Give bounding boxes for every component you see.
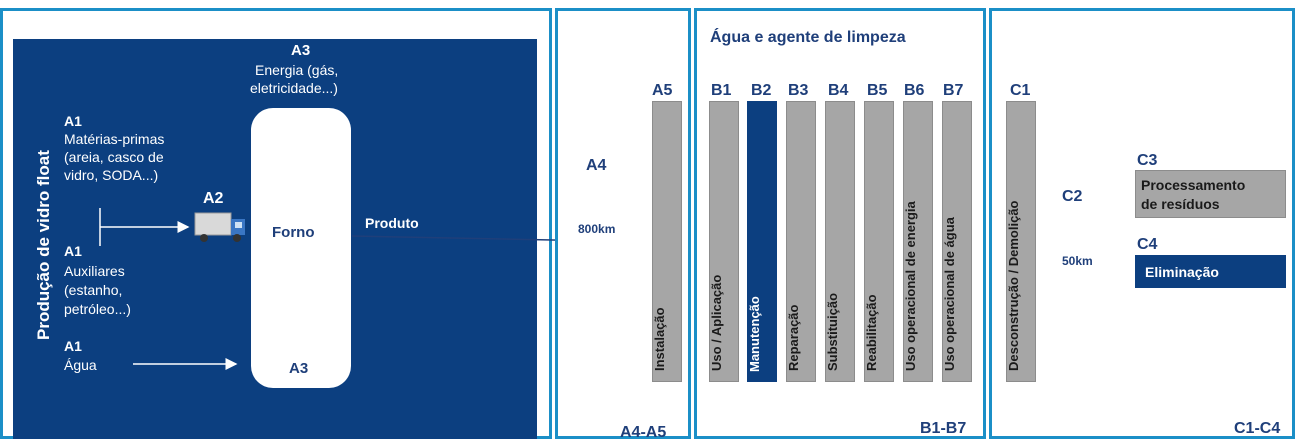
a1-raw-text-2: (areia, casco de xyxy=(64,149,164,165)
b6-label: Uso operacional de energia xyxy=(903,201,918,371)
c1-label: Desconstrução / Demolição xyxy=(1006,200,1021,372)
b1-label: Uso / Aplicação xyxy=(709,274,724,371)
b5-label: Reabilitação xyxy=(864,294,879,371)
b2-label: Manutenção xyxy=(747,296,762,372)
a5-installation-bar: Instalação xyxy=(652,101,682,382)
b4-code: B4 xyxy=(828,82,849,99)
a1-aux-code: A1 xyxy=(64,243,82,259)
a1-aux-text-2: (estanho, xyxy=(64,282,123,298)
a1-water-text: Água xyxy=(64,357,97,373)
b1-bar: Uso / Aplicação xyxy=(709,101,739,382)
a4-code: A4 xyxy=(586,157,607,174)
c2-code: C2 xyxy=(1062,188,1083,205)
b7-label: Uso operacional de água xyxy=(942,217,957,371)
a1-raw-code: A1 xyxy=(64,113,82,129)
b1-code: B1 xyxy=(711,82,732,99)
b2-code: B2 xyxy=(751,82,772,99)
b3-code: B3 xyxy=(788,82,809,99)
a4-distance: 800km xyxy=(578,222,616,236)
c4-code: C4 xyxy=(1137,236,1158,253)
a1-raw-text-3: vidro, SODA...) xyxy=(64,167,159,183)
c4-text: Eliminação xyxy=(1145,264,1219,280)
b4-bar: Substituição xyxy=(825,101,855,382)
b-footer: B1-B7 xyxy=(920,420,967,437)
b2-bar: Manutenção xyxy=(747,101,777,382)
c-footer: C1-C4 xyxy=(1234,420,1281,437)
b7-bar: Uso operacional de água xyxy=(942,101,972,382)
a5-installation-label: Instalação xyxy=(652,307,667,371)
end-of-life-panel xyxy=(989,8,1295,439)
a1-raw-text-1: Matérias-primas xyxy=(64,131,165,147)
a3-top-text-1: Energia (gás, xyxy=(255,62,339,78)
b7-code: B7 xyxy=(943,82,964,99)
b5-code: B5 xyxy=(867,82,888,99)
furnace-bottom-code: A3 xyxy=(289,360,309,377)
c3-code: C3 xyxy=(1137,152,1158,169)
b6-code: B6 xyxy=(904,82,925,99)
furnace xyxy=(251,108,351,388)
c4-box xyxy=(1135,255,1286,288)
a2-code: A2 xyxy=(203,190,224,207)
c1-bar: Desconstrução / Demolição xyxy=(1006,101,1036,382)
b6-bar: Uso operacional de energia xyxy=(903,101,933,382)
a5-code: A5 xyxy=(652,82,673,99)
b5-bar: Reabilitação xyxy=(864,101,894,382)
product-label: Produto xyxy=(365,215,419,231)
c2-distance: 50km xyxy=(1062,254,1093,268)
furnace-label: Forno xyxy=(272,224,315,241)
a1-aux-text-1: Auxiliares xyxy=(64,263,125,279)
b-header: Água e agente de limpeza xyxy=(710,29,906,46)
a1-aux-text-3: petróleo...) xyxy=(64,301,131,317)
c1-code: C1 xyxy=(1010,82,1031,99)
b4-label: Substituição xyxy=(825,292,840,371)
c3-text-1: Processamento xyxy=(1141,177,1246,193)
b3-bar: Reparação xyxy=(786,101,816,382)
b3-label: Reparação xyxy=(786,304,801,371)
c3-text-2: de resíduos xyxy=(1141,196,1220,212)
truck-icon xyxy=(194,212,245,242)
c3-box xyxy=(1135,170,1286,218)
a3-top-text-2: eletricidade...) xyxy=(250,80,338,96)
a1-water-code: A1 xyxy=(64,338,82,354)
a3-top-code: A3 xyxy=(291,42,311,59)
a4a5-footer: A4-A5 xyxy=(620,424,667,441)
